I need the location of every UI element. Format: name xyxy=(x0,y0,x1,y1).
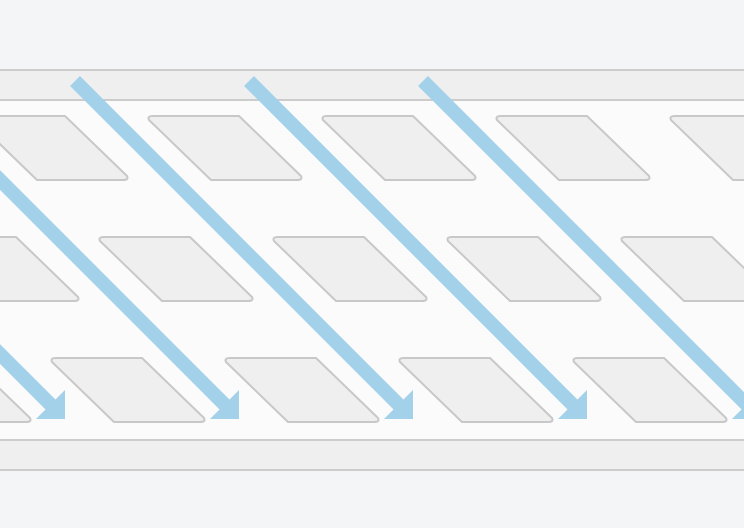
arrow-group xyxy=(0,76,744,419)
arrow-shaft xyxy=(0,170,232,412)
tile xyxy=(446,236,602,302)
flow-arrow xyxy=(418,76,744,419)
arrow-head xyxy=(210,390,239,419)
arrow-shaft xyxy=(70,76,406,412)
arrow-head xyxy=(36,390,65,419)
arrow-shaft xyxy=(418,76,744,412)
top-rail xyxy=(0,69,744,101)
tile xyxy=(98,236,254,302)
tile xyxy=(0,236,80,302)
arrow-head xyxy=(384,390,413,419)
tile xyxy=(495,115,651,181)
flow-arrow xyxy=(70,76,413,419)
arrow-shaft xyxy=(244,76,580,412)
tile xyxy=(50,357,206,423)
arrow-head xyxy=(558,390,587,419)
tile xyxy=(272,236,428,302)
flow-arrow xyxy=(244,76,587,419)
tile xyxy=(0,387,32,423)
tile xyxy=(147,115,303,181)
tile xyxy=(0,115,129,181)
tile-grid xyxy=(0,115,744,423)
tile xyxy=(572,357,728,423)
tile xyxy=(321,115,477,181)
tile xyxy=(224,357,380,423)
tile xyxy=(620,236,744,302)
arrow-head xyxy=(732,407,744,419)
bottom-rail xyxy=(0,439,744,471)
tile xyxy=(398,357,554,423)
tile xyxy=(669,115,744,181)
flow-arrow xyxy=(0,170,239,419)
flow-arrow xyxy=(0,344,65,419)
